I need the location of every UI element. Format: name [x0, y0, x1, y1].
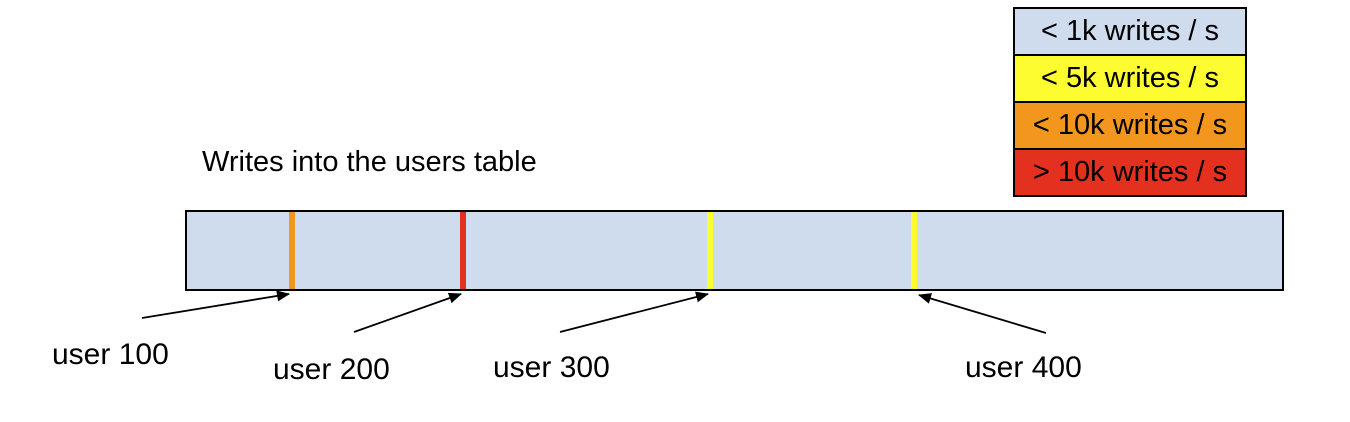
arrow-user-300 [559, 291, 709, 333]
legend-item-lt-5k: < 5k writes / s [1015, 54, 1245, 101]
hotspot-stripe-user-300 [707, 212, 713, 289]
hotspot-stripe-user-100 [289, 212, 295, 289]
legend-item-lt-10k: < 10k writes / s [1015, 101, 1245, 148]
hotspot-stripe-user-200 [460, 212, 466, 289]
arrow-user-100 [141, 290, 290, 319]
legend: < 1k writes / s < 5k writes / s < 10k wr… [1013, 7, 1247, 197]
arrow-user-200 [353, 292, 462, 333]
legend-label: < 10k writes / s [1032, 109, 1228, 141]
user-200-label: user 200 [273, 353, 390, 386]
legend-item-lt-1k: < 1k writes / s [1015, 9, 1245, 54]
legend-label: < 5k writes / s [1040, 62, 1220, 94]
diagram-title: Writes into the users table [202, 146, 537, 178]
user-400-label: user 400 [965, 351, 1082, 384]
hotspot-stripe-user-400 [911, 212, 917, 289]
legend-label: < 1k writes / s [1040, 15, 1220, 47]
legend-item-gt-10k: > 10k writes / s [1015, 148, 1245, 195]
users-table-bar [185, 210, 1284, 291]
arrow-user-400 [918, 293, 1047, 334]
user-100-label: user 100 [52, 338, 169, 371]
legend-label: > 10k writes / s [1032, 156, 1228, 188]
user-300-label: user 300 [493, 351, 610, 384]
